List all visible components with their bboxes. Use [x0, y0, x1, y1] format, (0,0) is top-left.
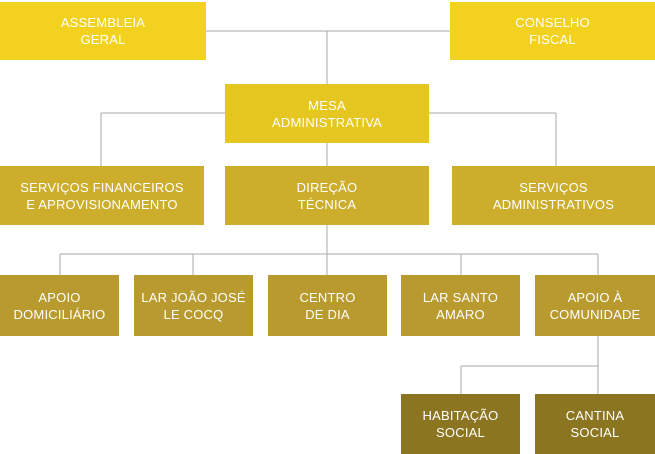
direcao-tecnica-label: DIREÇÃO TÉCNICA — [296, 179, 358, 212]
lar-santo-amaro-label: LAR SANTO AMARO — [422, 289, 499, 322]
mesa-administrativa-box: MESA ADMINISTRATIVA — [225, 84, 429, 143]
assembleia-geral-box: ASSEMBLEIA GERAL — [0, 2, 206, 60]
servicos-administrativos-box: SERVIÇOS ADMINISTRATIVOS — [452, 166, 655, 225]
cantina-social-box: CANTINA SOCIAL — [535, 394, 655, 454]
cantina-social-label: CANTINA SOCIAL — [565, 408, 625, 440]
conselho-fiscal-label: CONSELHO FISCAL — [515, 15, 590, 47]
lar-santo-amaro-box: LAR SANTO AMARO — [401, 275, 520, 336]
habitacao-social-box: HABITAÇÃO SOCIAL — [401, 394, 520, 454]
servicos-financeiros-label: SERVIÇOS FINANCEIROS E APROVISIONAMENTO — [20, 179, 184, 212]
servicos-financeiros-box: SERVIÇOS FINANCEIROS E APROVISIONAMENTO — [0, 166, 204, 225]
assembleia-geral-label: ASSEMBLEIA GERAL — [60, 15, 146, 47]
habitacao-social-label: HABITAÇÃO SOCIAL — [422, 408, 499, 440]
apoio-comunidade-label: APOIO À COMUNIDADE — [549, 289, 641, 322]
centro-de-dia-label: CENTRO DE DIA — [299, 289, 356, 322]
servicos-administrativos-label: SERVIÇOS ADMINISTRATIVOS — [492, 179, 615, 212]
mesa-administrativa-label: MESA ADMINISTRATIVA — [272, 97, 382, 130]
apoio-domiciliario-label: APOIO DOMICILIÁRIO — [13, 289, 106, 322]
lar-joao-jose-box: LAR JOÃO JOSÉ LE COCQ — [134, 275, 253, 336]
direcao-tecnica-box: DIREÇÃO TÉCNICA — [225, 166, 429, 225]
apoio-domiciliario-box: APOIO DOMICILIÁRIO — [0, 275, 119, 336]
apoio-comunidade-box: APOIO À COMUNIDADE — [535, 275, 655, 336]
centro-de-dia-box: CENTRO DE DIA — [268, 275, 387, 336]
conselho-fiscal-box: CONSELHO FISCAL — [450, 2, 655, 60]
lar-joao-jose-label: LAR JOÃO JOSÉ LE COCQ — [141, 289, 246, 322]
